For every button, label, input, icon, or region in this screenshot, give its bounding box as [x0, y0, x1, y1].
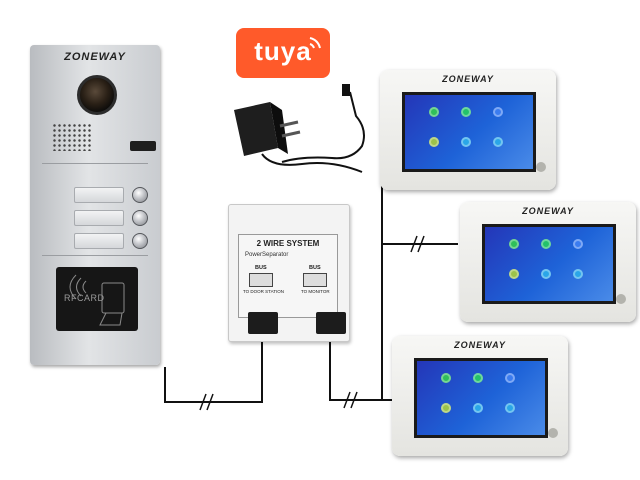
setting-icon[interactable] — [429, 137, 439, 147]
monitor-screen[interactable] — [414, 358, 548, 438]
ir-led-icon — [130, 141, 156, 151]
call-button[interactable] — [132, 210, 148, 226]
monitor-icon[interactable] — [441, 373, 451, 383]
bus-label-right: BUS — [309, 265, 321, 271]
monitor-terminal[interactable] — [303, 273, 327, 287]
monitor-brand: ZONEWAY — [522, 206, 574, 216]
door-terminal[interactable] — [249, 273, 273, 287]
door-station: ZONEWAY RFCARD — [30, 45, 160, 365]
knob-icon — [548, 428, 558, 438]
knob-icon — [536, 162, 546, 172]
door-station-brand: ZONEWAY — [64, 51, 126, 63]
setting-icon[interactable] — [441, 403, 451, 413]
standby-icon[interactable] — [505, 403, 515, 413]
separator-label-panel: 2 WIRE SYSTEM PowerSeparator BUS BUS TO … — [238, 234, 338, 318]
standby-icon[interactable] — [573, 269, 583, 279]
indoor-monitor: ZONEWAY — [460, 202, 636, 322]
monitor-screen[interactable] — [482, 224, 616, 304]
knob-icon — [616, 294, 626, 304]
setting-icon[interactable] — [509, 269, 519, 279]
monitor-icon[interactable] — [429, 107, 439, 117]
camera-lens-icon — [77, 75, 117, 115]
nameplate — [74, 210, 124, 226]
indoor-monitor: ZONEWAY — [392, 336, 568, 456]
call-button[interactable] — [132, 187, 148, 203]
tuya-logo: tuya — [236, 28, 330, 78]
intercom-icon[interactable] — [461, 137, 471, 147]
separator-title: 2 WIRE SYSTEM — [256, 239, 320, 248]
indoor-monitor: ZONEWAY — [380, 70, 556, 190]
power-separator: 2 WIRE SYSTEM PowerSeparator BUS BUS TO … — [218, 194, 356, 346]
terminal-block-right[interactable] — [316, 312, 346, 334]
rfid-label: RFCARD — [64, 293, 105, 303]
wifi-icon — [309, 37, 321, 49]
monitor-terminal-label: TO MONITOR — [301, 289, 330, 294]
record-icon[interactable] — [573, 239, 583, 249]
terminal-block-left[interactable] — [248, 312, 278, 334]
bus-label-left: BUS — [255, 265, 267, 271]
record-icon[interactable] — [493, 107, 503, 117]
call-button[interactable] — [132, 233, 148, 249]
monitor-brand: ZONEWAY — [442, 74, 494, 84]
rfid-reader[interactable]: RFCARD — [56, 267, 138, 331]
phone-icon[interactable] — [473, 373, 483, 383]
door-terminal-label: TO DOOR STATION — [243, 289, 285, 294]
nameplate — [74, 233, 124, 249]
power-adapter-icon — [234, 84, 365, 173]
intercom-icon[interactable] — [473, 403, 483, 413]
monitor-icon[interactable] — [509, 239, 519, 249]
monitor-brand: ZONEWAY — [454, 340, 506, 350]
nameplate — [74, 187, 124, 203]
tuya-logo-text: tuya — [254, 36, 312, 66]
phone-icon[interactable] — [541, 239, 551, 249]
divider — [42, 255, 148, 256]
phone-icon[interactable] — [461, 107, 471, 117]
record-icon[interactable] — [505, 373, 515, 383]
intercom-icon[interactable] — [541, 269, 551, 279]
divider — [42, 163, 148, 164]
standby-icon[interactable] — [493, 137, 503, 147]
card-wave-icon — [69, 274, 125, 326]
separator-subtitle: PowerSeparator — [245, 252, 289, 258]
speaker-grille-icon — [52, 123, 92, 151]
monitor-screen[interactable] — [402, 92, 536, 172]
